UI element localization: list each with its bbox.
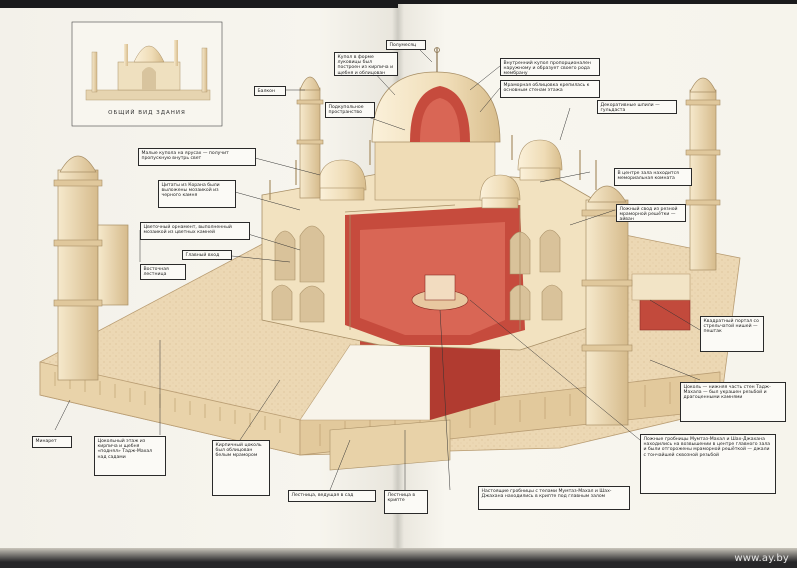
inset-general-view	[71, 21, 223, 127]
label-brick-plinth: Кирпичный цоколь был облицован белым мра…	[212, 440, 270, 496]
label-iwan-vault: Ложный свод из резной мраморной решётки …	[616, 204, 686, 222]
label-quran-quotes: Цитаты из Корана были выложены мозаикой …	[158, 180, 236, 208]
label-garden-stairs: Лестница, ведущая в сад	[288, 490, 376, 502]
leader-lines	[54, 47, 701, 491]
label-true-tombs: Настоящие гробницы с телами Мумтаз-Махал…	[478, 486, 630, 510]
label-balcony: Балкон	[254, 86, 286, 96]
label-main-entrance: Главный вход	[182, 250, 232, 260]
label-marble-cladding: Мраморная облицовка крепилась к основным…	[500, 80, 600, 98]
label-plinth: Цоколь — нижняя часть стен Тадж-Махала —…	[680, 382, 786, 422]
watermark: www.ay.by	[734, 553, 789, 564]
label-spires: Декоративные шпили — гульдаста	[597, 100, 677, 114]
main-dome	[371, 47, 501, 201]
label-east-stairs: Восточная лестница	[140, 264, 186, 280]
label-minaret: Минарет	[32, 436, 72, 448]
inset-caption: ОБЩИЙ ВИД ЗДАНИЯ	[108, 110, 186, 116]
label-floral-ornament: Цветочный орнамент, выполненный мозаикой…	[140, 222, 250, 240]
label-onion-dome: Купол в форме луковицы был построен из к…	[334, 52, 398, 76]
small-domes	[317, 139, 563, 209]
label-dome-space: Подкупольное пространство	[325, 102, 375, 118]
decorative-spires	[269, 135, 597, 200]
label-false-tombs: Ложные гробницы Мумтаз-Махал и Шах-Джаха…	[640, 434, 776, 494]
minarets	[57, 76, 717, 426]
label-pishtaq: Квадратный портал со стрельчатой нишей —…	[700, 316, 764, 352]
bottom-shadow	[0, 548, 797, 568]
label-small-domes: Малые купола на ярусах — получит пропуск…	[138, 148, 256, 166]
minaret-balconies	[53, 99, 721, 352]
label-crescent: Полумесяц	[386, 40, 426, 50]
mausoleum-body	[261, 169, 613, 351]
label-crypt-stairs: Лестница в крипте	[384, 490, 428, 514]
label-memorial-room: В центре зала находится мемориальная ком…	[614, 168, 692, 186]
label-ground-floor: Цокольный этаж из кирпича и щебня «подня…	[94, 436, 166, 476]
label-inner-dome: Внутренний купол пропорционален наружном…	[500, 58, 600, 76]
